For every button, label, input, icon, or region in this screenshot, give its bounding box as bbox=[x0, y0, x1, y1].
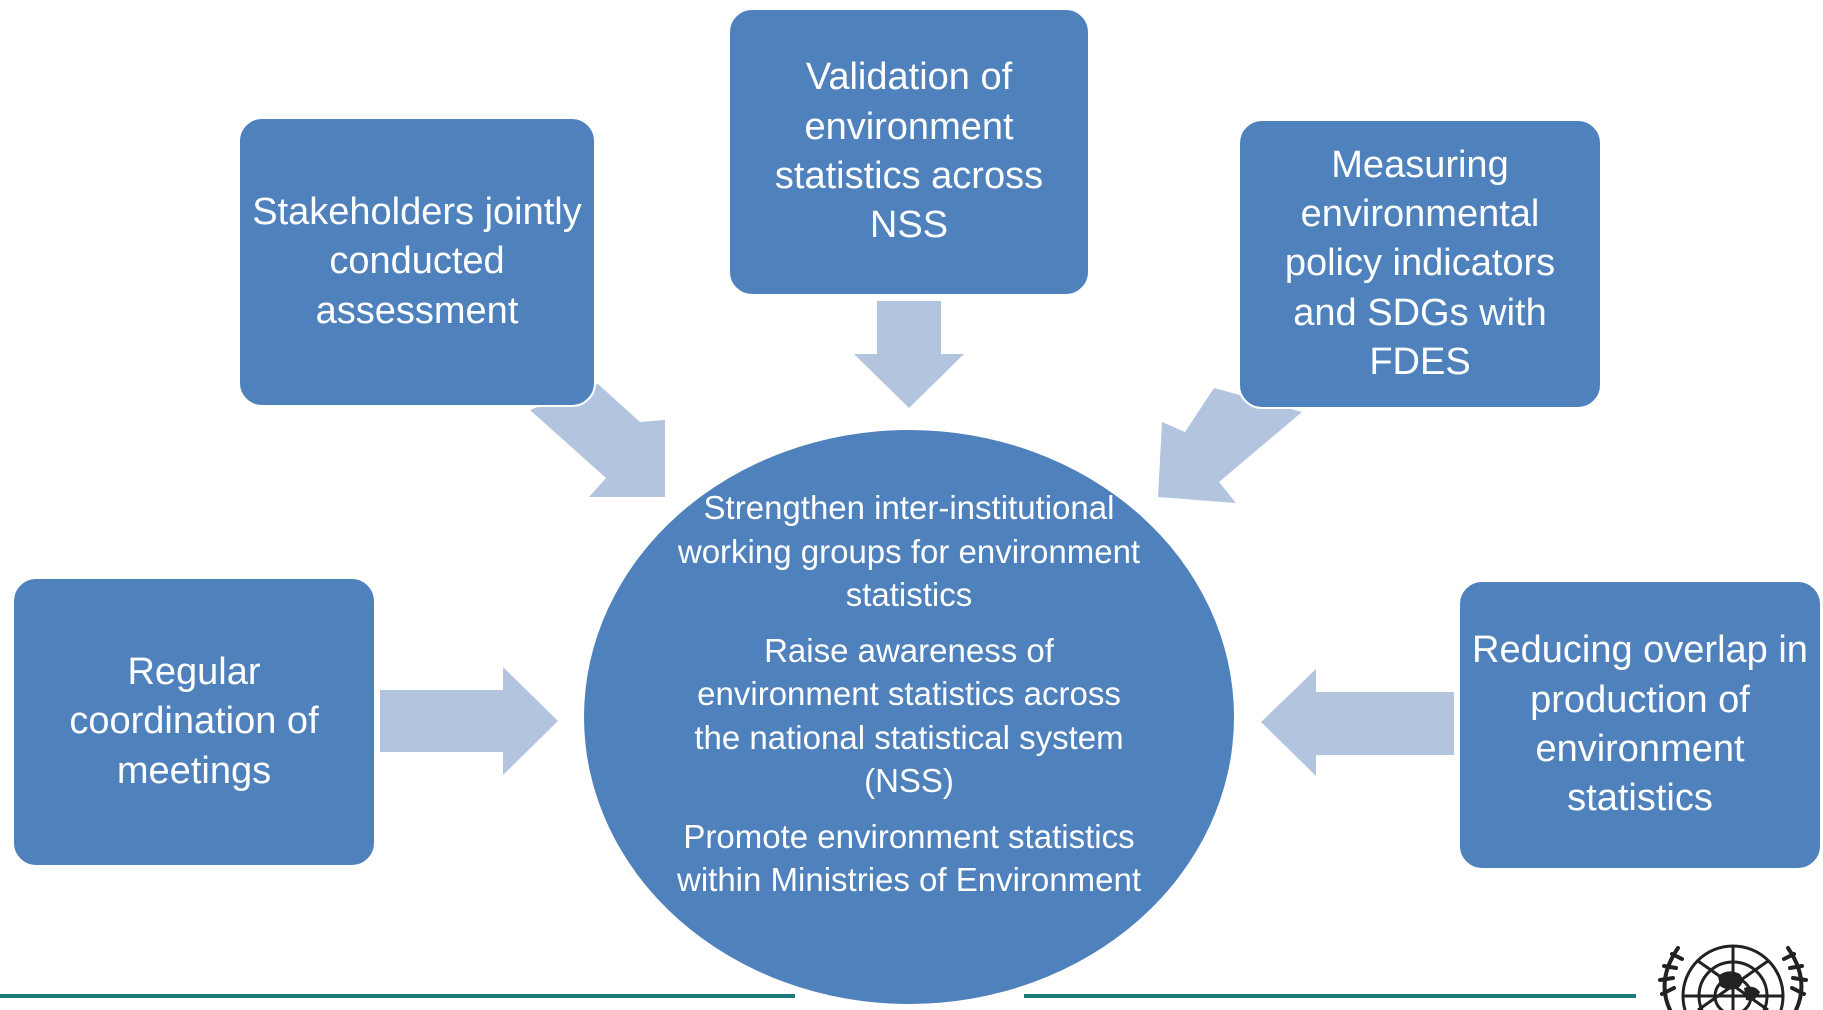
box-measuring-label: Measuring environmental policy indicator… bbox=[1284, 143, 1556, 384]
box-stakeholders: Stakeholders jointly conducted assessmen… bbox=[238, 117, 596, 407]
arrow-from-right-upper bbox=[1158, 388, 1302, 503]
arrow-from-right-lower bbox=[1261, 669, 1454, 776]
center-item-raise-awareness: Raise awareness of environment statistic… bbox=[694, 631, 1124, 800]
arrow-from-left-lower bbox=[380, 667, 558, 775]
box-measuring: Measuring environmental policy indicator… bbox=[1238, 119, 1602, 409]
box-coordination: Regular coordination of meetings bbox=[12, 577, 376, 867]
center-circle bbox=[582, 428, 1236, 1006]
box-stakeholders-label: Stakeholders jointly conducted assessmen… bbox=[252, 190, 582, 332]
center-text: Strengthen inter-institutional working g… bbox=[672, 486, 1146, 914]
box-validation-label: Validation of environment statistics acr… bbox=[774, 56, 1044, 247]
box-reducing-overlap: Reducing overlap in production of enviro… bbox=[1458, 580, 1822, 870]
center-item-promote: Promote environment statistics within Mi… bbox=[677, 817, 1141, 899]
box-reducing-overlap-label: Reducing overlap in production of enviro… bbox=[1472, 629, 1808, 820]
arrow-from-left-upper bbox=[530, 384, 665, 497]
box-coordination-label: Regular coordination of meetings bbox=[69, 650, 319, 792]
center-item-strengthen: Strengthen inter-institutional working g… bbox=[677, 489, 1141, 614]
box-validation: Validation of environment statistics acr… bbox=[728, 8, 1090, 296]
footer-line-right bbox=[1024, 994, 1636, 998]
un-emblem-icon bbox=[1658, 944, 1808, 1010]
footer-line-left bbox=[0, 994, 795, 998]
arrow-from-top bbox=[854, 301, 964, 408]
